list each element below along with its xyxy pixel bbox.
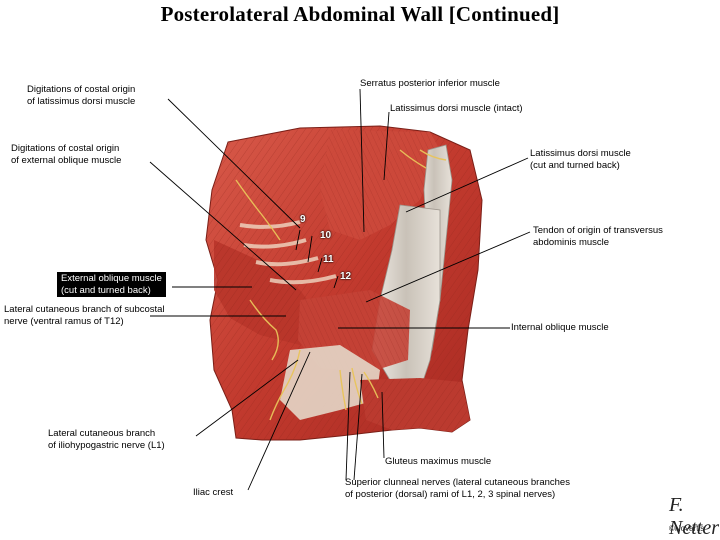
label-gluteus-maximus: Gluteus maximus muscle <box>385 456 492 467</box>
rib-12-label: 12 <box>340 271 352 282</box>
label-digitations-latissimus: Digitations of costal origin of latissim… <box>27 84 136 107</box>
rib-11-label: 11 <box>323 254 334 265</box>
label-external-oblique: External oblique muscle (cut and turned … <box>57 272 166 297</box>
label-internal-oblique: Internal oblique muscle <box>511 322 609 333</box>
label-digitations-external-oblique: Digitations of costal origin of external… <box>11 143 122 166</box>
label-superior-cluneal-nerves: Superior clunneal nerves (lateral cutane… <box>345 477 570 500</box>
label-iliohypogastric-nerve: Lateral cutaneous branch of iliohypogast… <box>48 428 165 451</box>
label-iliac-crest: Iliac crest <box>193 487 234 498</box>
novartis-copyright: ©Novartis <box>669 524 705 533</box>
label-latissimus-intact: Latissimus dorsi muscle (intact) <box>390 103 523 114</box>
nerves <box>235 149 447 421</box>
label-serratus-posterior-inferior: Serratus posterior inferior muscle <box>360 78 500 89</box>
rib-9-label: 9 <box>300 214 306 225</box>
page-title: Posterolateral Abdominal Wall [Continued… <box>160 2 560 26</box>
label-subcostal-nerve: Lateral cutaneous branch of subcostal ne… <box>4 304 165 327</box>
netter-signature: F. Netter <box>669 494 719 539</box>
label-latissimus-cut: Latissimus dorsi muscle (cut and turned … <box>530 148 631 171</box>
netter-logo: F. Netter ©Novartis <box>663 494 719 539</box>
leader-lines <box>149 88 531 491</box>
label-tendon-transversus: Tendon of origin of transversus abdomini… <box>533 225 663 248</box>
rib-10-label: 10 <box>320 230 332 241</box>
